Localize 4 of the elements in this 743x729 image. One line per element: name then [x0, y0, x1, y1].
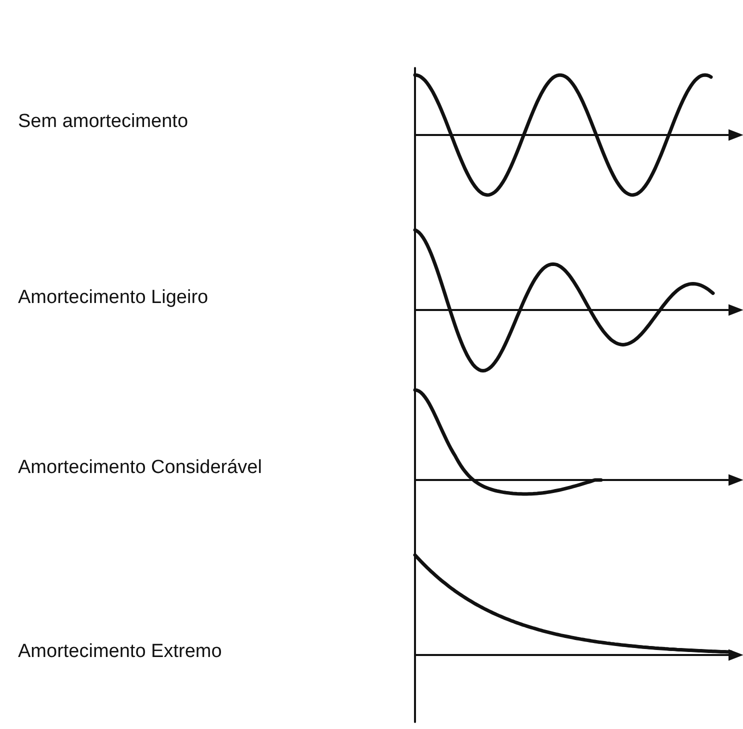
damping-label: Amortecimento Extremo: [18, 641, 222, 663]
damping-label: Amortecimento Considerável: [18, 457, 262, 479]
damping-label: Sem amortecimento: [18, 111, 188, 133]
damping-label: Amortecimento Ligeiro: [18, 287, 208, 309]
